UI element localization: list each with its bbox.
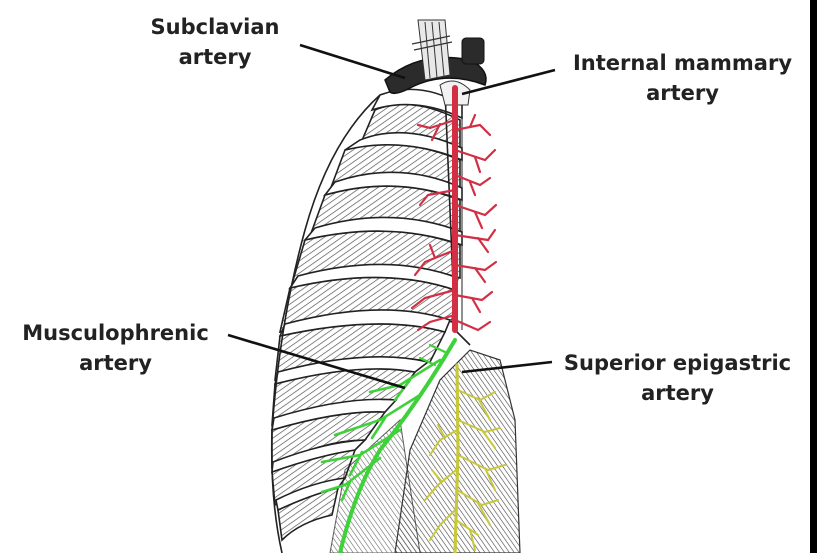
subclavian-vessel (384, 19, 487, 106)
label-line: Subclavian (150, 15, 280, 39)
label-musculophrenic-artery: Musculophrenic artery (8, 318, 223, 378)
label-line: Internal mammary (572, 51, 793, 75)
label-line: artery (178, 45, 252, 69)
label-line: artery (646, 81, 719, 105)
edge-border (810, 0, 817, 553)
label-line: artery (79, 351, 152, 375)
label-subclavian-artery: Subclavian artery (140, 12, 290, 72)
label-line: Musculophrenic (22, 321, 209, 345)
pointer-subclavian (299, 43, 406, 80)
label-line: artery (641, 381, 714, 405)
label-internal-mammary-artery: Internal mammary artery (560, 48, 805, 108)
superior-epigastric-artery (424, 363, 506, 553)
musculophrenic-artery (320, 338, 457, 553)
pointer-lines (227, 43, 556, 390)
rib-cage (270, 88, 471, 553)
label-line: Superior epigastric (563, 351, 792, 375)
internal-mammary-artery (410, 85, 498, 333)
diaphragm-region (329, 419, 421, 553)
pointer-superior-epigastric (461, 360, 553, 374)
pointer-internal-mammary (461, 68, 556, 96)
label-superior-epigastric-artery: Superior epigastric artery (550, 348, 805, 408)
pointer-musculophrenic (227, 333, 406, 390)
